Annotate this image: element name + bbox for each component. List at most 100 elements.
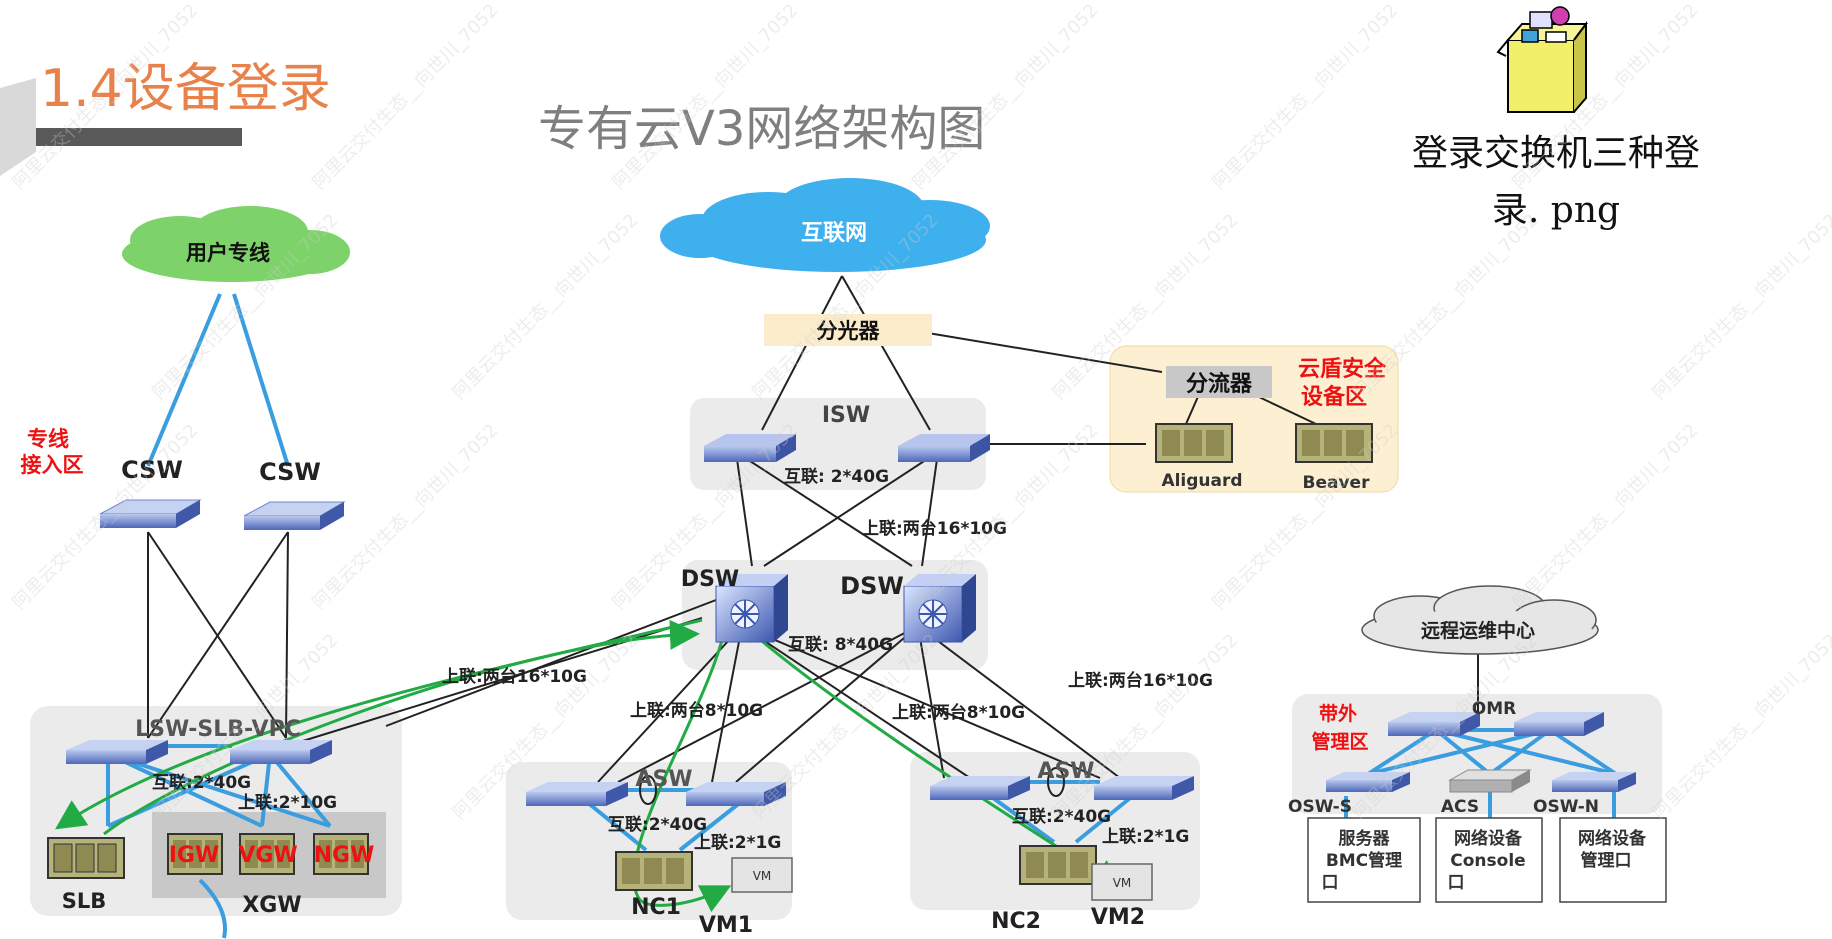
lsw-interconnect-label: 互联:2*40G bbox=[152, 773, 251, 793]
nc2-label: NC2 bbox=[991, 909, 1041, 934]
blue-links bbox=[106, 293, 1618, 939]
asw-uplink-left-label: 上联:2*1G bbox=[694, 833, 781, 853]
attachment-label-line2[interactable]: 录. png bbox=[1492, 190, 1620, 231]
asw-left-a-switch-icon bbox=[526, 782, 628, 806]
aliguard-server-icon bbox=[1155, 423, 1233, 463]
oob-zone-label-1: 带外 bbox=[1319, 702, 1357, 725]
omr-right-switch-icon bbox=[1514, 712, 1604, 736]
watermark-text: 阿里云交付生态__向世川_7052 bbox=[909, 0, 1103, 194]
watermark-text: 阿里云交付生态__向世川_7052 bbox=[1649, 210, 1832, 404]
osw-n-label: OSW-N bbox=[1533, 797, 1599, 817]
acs-device-icon bbox=[1448, 769, 1532, 793]
bmc-box-line1: 服务器 bbox=[1339, 828, 1391, 849]
beaver-server-icon bbox=[1295, 423, 1373, 463]
flow-splitter-label: 分流器 bbox=[1186, 371, 1253, 397]
asw-uplink-right-label: 上联:2*1G bbox=[1102, 827, 1189, 847]
watermark-text: 阿里云交付生态__向世川_7052 bbox=[309, 0, 503, 194]
igw-server-icon bbox=[167, 833, 223, 875]
osw-s-switch-icon bbox=[1326, 772, 1410, 792]
vm2-box-label: VM bbox=[1113, 876, 1132, 890]
csw-right-label: CSW bbox=[259, 458, 321, 486]
bmc-box-line2: BMC管理 bbox=[1326, 850, 1402, 871]
lsw-right-switch-icon bbox=[230, 740, 332, 764]
slb-label: SLB bbox=[62, 889, 107, 913]
dsw-left-label: DSW bbox=[681, 567, 739, 592]
beaver-label: Beaver bbox=[1303, 473, 1371, 493]
user-line-cloud: 用户专线 bbox=[122, 206, 350, 282]
internet-cloud: 互联网 bbox=[660, 178, 990, 272]
vgw-server-icon bbox=[239, 833, 295, 875]
security-zone-label-2: 设备区 bbox=[1301, 384, 1367, 410]
nc2-server-icon bbox=[1019, 845, 1097, 885]
vgw-label: VGW bbox=[238, 843, 297, 868]
remote-center-label: 远程运维中心 bbox=[1421, 619, 1535, 642]
watermark-text: 阿里云交付生态__向世川_7052 bbox=[609, 0, 803, 194]
optical-splitter: 分光器 bbox=[764, 314, 932, 346]
dedicated-zone-label-2: 接入区 bbox=[21, 453, 84, 477]
vm1-box-label: VM bbox=[753, 869, 772, 883]
asw-right-b-switch-icon bbox=[1094, 776, 1194, 800]
asw-right-a-switch-icon bbox=[930, 776, 1030, 800]
oob-zone-label-2: 管理区 bbox=[1311, 730, 1368, 753]
console-port-box bbox=[1435, 817, 1543, 903]
remote-ops-cloud: 远程运维中心 bbox=[1361, 585, 1599, 655]
attachment-file[interactable]: 登录交换机三种登 录. png bbox=[1412, 6, 1700, 231]
vm1-label: VM1 bbox=[699, 913, 753, 938]
uplink-asw-right-label: 上联:两台8*10G bbox=[892, 702, 1025, 723]
mgmt-box-line1: 网络设备 bbox=[1578, 828, 1647, 849]
section-title: 1.4设备登录 bbox=[40, 59, 331, 119]
lag-ellipse-asw-right bbox=[1047, 767, 1065, 797]
isw-interconnect-label: 互联: 2*40G bbox=[784, 467, 889, 487]
bmc-box-line3: 口 bbox=[1322, 873, 1339, 893]
watermark-text: 阿里云交付生态__向世川_7052 bbox=[1509, 420, 1703, 614]
console-box-line3: 口 bbox=[1448, 873, 1465, 893]
bmc-port-box bbox=[1307, 817, 1421, 903]
lsw-label: LSW-SLB-VPC bbox=[135, 717, 301, 742]
xgw-label: XGW bbox=[242, 893, 301, 918]
internet-label: 互联网 bbox=[801, 221, 867, 246]
dsw-right-label: DSW bbox=[840, 572, 904, 600]
csw-right-switch-icon bbox=[243, 501, 346, 530]
dedicated-zone-label-1: 专线 bbox=[27, 427, 69, 451]
isw-right-switch-icon bbox=[898, 434, 990, 462]
watermark-text: 阿里云交付生态__向世川_7052 bbox=[449, 210, 643, 404]
dsw-interconnect-label: 互联: 8*40G bbox=[788, 635, 893, 655]
osw-n-switch-icon bbox=[1552, 772, 1636, 792]
acs-label: ACS bbox=[1441, 797, 1479, 817]
header-underline-bar bbox=[36, 128, 242, 146]
dsw-left-router-icon bbox=[715, 574, 788, 643]
attachment-label-line1[interactable]: 登录交换机三种登 bbox=[1412, 133, 1700, 174]
isw-left-switch-icon bbox=[704, 434, 796, 462]
csw-left-label: CSW bbox=[121, 456, 183, 484]
osw-s-label: OSW-S bbox=[1288, 797, 1352, 817]
mgmt-port-box bbox=[1559, 817, 1667, 903]
lag-ellipse-asw-left bbox=[639, 775, 657, 805]
mgmt-box-line2: 管理口 bbox=[1581, 850, 1632, 871]
csw-left-switch-icon bbox=[99, 499, 202, 528]
asw-interconnect-right-label: 互联:2*40G bbox=[1012, 807, 1111, 827]
igw-label: IGW bbox=[169, 843, 220, 868]
ngw-server-icon bbox=[313, 833, 369, 875]
vm2-label: VM2 bbox=[1091, 905, 1145, 930]
slide-header: 1.4设备登录 专有云V3网络架构图 bbox=[0, 59, 985, 176]
omr-left-switch-icon bbox=[1388, 712, 1480, 736]
flow-splitter: 分流器 bbox=[1166, 366, 1272, 398]
diagram-labels: 专线 接入区 CSW CSW LSW-SLB-VPC 互联:2*40G 上联:2… bbox=[21, 356, 1647, 938]
omr-label: OMR bbox=[1472, 699, 1516, 719]
uplink-left-label: 上联:两台16*10G bbox=[442, 666, 587, 687]
optical-splitter-label: 分光器 bbox=[817, 319, 881, 343]
isw-zone bbox=[690, 398, 986, 490]
asw-interconnect-left-label: 互联:2*40G bbox=[608, 815, 707, 835]
package-file-icon[interactable] bbox=[1496, 6, 1588, 113]
uplink-asw-left-label: 上联:两台8*10G bbox=[630, 700, 763, 721]
ngw-label: NGW bbox=[314, 843, 375, 868]
dsw-right-router-icon bbox=[903, 574, 976, 643]
aliguard-label: Aliguard bbox=[1161, 471, 1242, 491]
vm2-box: VM bbox=[1091, 863, 1153, 901]
watermark-text: 阿里云交付生态__向世川_7052 bbox=[1349, 210, 1543, 404]
asw-right-label: ASW bbox=[1037, 759, 1094, 784]
user-line-label: 用户专线 bbox=[186, 241, 270, 265]
vm1-box: VM bbox=[731, 857, 793, 893]
black-links bbox=[147, 275, 1479, 783]
